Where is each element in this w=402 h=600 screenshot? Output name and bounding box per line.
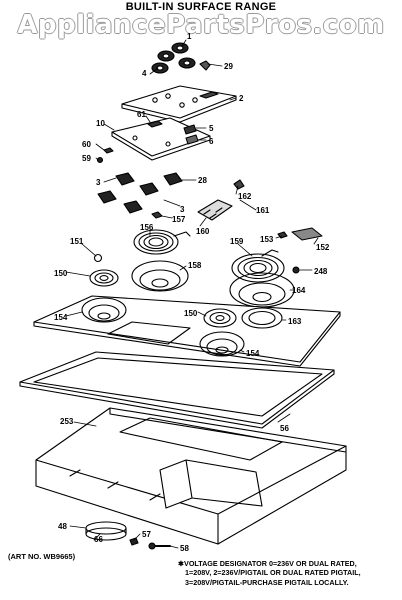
callout-151: 151 — [70, 237, 84, 246]
voltage-note-line-3: 3=208V/PIGTAIL-PURCHASE PIGTAIL LOCALLY. — [185, 577, 349, 587]
callout-28: 28 — [198, 176, 207, 185]
callout-153: 153 — [260, 235, 274, 244]
callout-58: 58 — [180, 544, 189, 553]
callout-154a: 154 — [54, 313, 68, 322]
callout-3b: 3 — [180, 205, 185, 214]
callout-57: 57 — [142, 530, 151, 539]
callout-4: 4 — [142, 69, 147, 78]
callout-152: 152 — [316, 243, 330, 252]
callout-157: 157 — [172, 215, 186, 224]
terminal-block — [197, 179, 245, 221]
receptacle-248 — [292, 266, 300, 274]
callout-248: 248 — [314, 267, 328, 276]
callout-164: 164 — [292, 286, 306, 295]
callout-150b: 150 — [184, 309, 198, 318]
voltage-note-line-1: ✱VOLTAGE DESIGNATOR 0=236V OR DUAL RATED… — [178, 559, 357, 568]
callout-59: 59 — [82, 154, 91, 163]
callout-61: 61 — [137, 110, 146, 119]
callout-163: 163 — [288, 317, 302, 326]
receptacle-block — [277, 227, 323, 241]
surface-unit-150-left — [89, 269, 119, 287]
control-panel — [121, 85, 237, 123]
callout-160: 160 — [196, 227, 210, 236]
callout-158: 158 — [188, 261, 202, 270]
callout-2: 2 — [239, 94, 244, 103]
leader-lines — [65, 39, 319, 549]
cooktop-top — [33, 295, 341, 367]
screw-57 — [129, 537, 139, 546]
drip-pan-158 — [131, 260, 189, 292]
element-151 — [93, 253, 103, 263]
callout-60: 60 — [82, 140, 91, 149]
surface-unit-150-right — [203, 308, 237, 328]
callout-6: 6 — [209, 137, 214, 146]
callout-162: 162 — [238, 192, 252, 201]
callout-161: 161 — [256, 206, 270, 215]
clip-157 — [151, 211, 163, 219]
surface-unit-159 — [231, 249, 285, 283]
callout-10: 10 — [96, 119, 105, 128]
voltage-note-line-2: 1=208V, 2=236V/PIGTAIL OR DUAL RATED PIG… — [185, 568, 361, 578]
infinite-switches — [97, 172, 183, 214]
callout-253: 253 — [60, 417, 74, 426]
conduit-connector — [85, 521, 127, 541]
callout-56: 56 — [280, 424, 289, 433]
callout-29: 29 — [224, 62, 233, 71]
trim-frame — [19, 351, 335, 429]
callout-156: 156 — [140, 223, 154, 232]
voltage-note: ✱VOLTAGE DESIGNATOR 0=236V OR DUAL RATED… — [178, 559, 400, 587]
callout-1: 1 — [187, 32, 192, 41]
surface-unit-156 — [133, 229, 191, 255]
callout-3a: 3 — [96, 178, 101, 187]
callout-66: 66 — [94, 535, 103, 544]
callout-154b: 154 — [246, 349, 260, 358]
burner-box — [35, 407, 347, 545]
switch-bracket — [111, 117, 211, 161]
indicator-light — [199, 60, 211, 71]
callout-labels: 1 4 29 2 10 61 5 6 60 59 3 28 3 162 161 … — [54, 32, 330, 553]
callout-150a: 150 — [54, 269, 68, 278]
trim-ring-163 — [241, 307, 283, 329]
control-knobs — [151, 42, 196, 74]
art-number: (ART NO. WB9665) — [8, 552, 76, 561]
bolt-58 — [148, 542, 171, 550]
drip-pan-154-left — [81, 297, 127, 323]
callout-159: 159 — [230, 237, 244, 246]
page-title: BUILT-IN SURFACE RANGE — [125, 1, 277, 13]
drip-pan-154-right — [199, 331, 245, 357]
callout-5: 5 — [209, 124, 214, 133]
clip-60 — [103, 147, 114, 154]
callout-48: 48 — [58, 522, 67, 531]
watermark-text: AppliancePartsPros.com — [17, 10, 385, 40]
